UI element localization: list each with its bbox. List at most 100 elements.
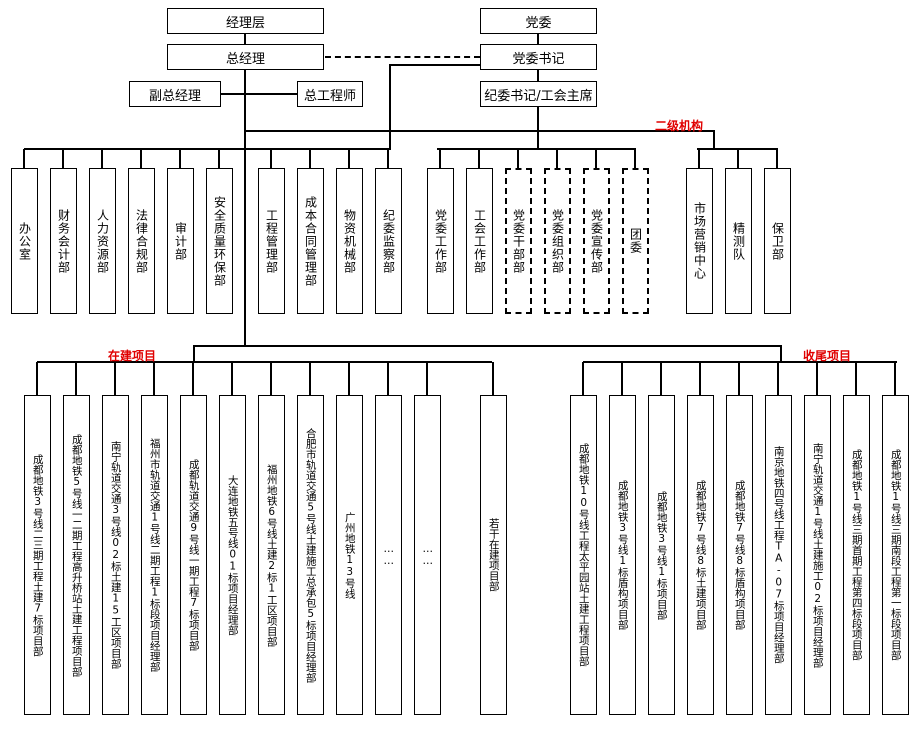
closing-bus [583,361,897,363]
department-box: 物资机械部 [336,168,363,314]
project-label: 成都地铁3号线1标项目部 [655,490,668,620]
department-box: 工会工作部 [466,168,493,314]
department-box: 党委干部部 [505,168,532,314]
secondary-label: 二级机构 [655,119,704,133]
connector [140,149,142,168]
project-box: 成都地铁7号线8标土建项目部 [687,395,714,715]
project-label: …… [421,543,434,567]
manager-layer-label: 经理层 [225,15,265,31]
connector [713,130,715,149]
connector [23,149,25,168]
connector [221,93,297,95]
discipline-secretary-box: 纪委书记/工会主席 [480,81,597,107]
dept-bus-middle [437,148,636,150]
department-box: 财务会计部 [50,168,77,314]
in-progress-bus [37,361,492,363]
project-box: 成都地铁3号线二三期工程土建7标项目部 [24,395,51,715]
department-box: 办公室 [11,168,38,314]
department-label: 成本合同管理部 [303,195,318,287]
department-label: 纪委监察部 [381,208,396,274]
project-label: 福州市轨道交通1号线二期工程1标段项目经理部 [148,438,161,672]
connector [777,362,779,395]
project-box: 成都地铁5号线一二期工程高升桥站土建工程项目部 [63,395,90,715]
project-box: 南京地铁四号线工程TA-07标项目经理部 [765,395,792,715]
connector [855,362,857,395]
connector [348,149,350,168]
party-committee-box: 党委 [480,8,597,34]
department-label: 人力资源部 [95,208,110,274]
project-label: 成都地铁3号线二三期工程土建7标项目部 [31,453,44,657]
connector [738,362,740,395]
connector [556,149,558,168]
department-label: 市场营销中心 [692,202,707,280]
chief-engineer-box: 总工程师 [297,81,363,107]
connector [389,64,391,150]
project-box: 南宁轨道交通1号线土建施工02标项目经理部 [804,395,831,715]
connector [537,34,539,44]
project-label: 福州地铁6号线土建2标1工区项目部 [265,463,278,647]
project-label: 成都轨道交通9号线一期工程7标项目部 [187,459,200,651]
connector [660,362,662,395]
connector [582,362,584,395]
project-box: …… [375,395,402,715]
project-box: 合肥市轨道交通5号线土建施工总承包5标项目经理部 [297,395,324,715]
deputy-gm-label: 副总经理 [148,88,201,104]
deputy-gm-box: 副总经理 [129,81,221,107]
connector [62,149,64,168]
connector [114,362,116,395]
department-label: 党委宣传部 [589,208,604,274]
project-box: 福州市轨道交通1号线二期工程1标段项目经理部 [141,395,168,715]
connector [595,149,597,168]
project-box: 成都地铁3号线1标盾构项目部 [609,395,636,715]
project-box: 若干在建项目部 [480,395,507,715]
closing-label: 收尾项目 [803,349,852,363]
department-box: 纪委监察部 [375,168,402,314]
project-box: 福州地铁6号线土建2标1工区项目部 [258,395,285,715]
connector [179,149,181,168]
party-secretary-box: 党委书记 [480,44,597,70]
project-label: 成都地铁1号线三期首期工程第四标段项目部 [850,449,863,661]
connector [517,149,519,168]
department-label: 党委工作部 [433,208,448,274]
secondary-bus [244,130,715,132]
department-label: 审计部 [173,221,188,261]
department-label: 法律合规部 [134,208,149,274]
department-box: 审计部 [167,168,194,314]
connector [776,149,778,168]
chief-engineer-label: 总工程师 [303,88,356,104]
project-label: 成都地铁7号线8标盾构项目部 [733,480,746,630]
dashed-connector [325,56,480,58]
general-manager-box: 总经理 [167,44,324,70]
project-box: 成都地铁10号线工程太平园站土建工程项目部 [570,395,597,715]
department-label: 工会工作部 [472,208,487,274]
project-label: 大连地铁五号线01标项目经理部 [226,474,239,636]
project-box: 成都轨道交通9号线一期工程7标项目部 [180,395,207,715]
connector [492,362,494,395]
connector [270,149,272,168]
connector [348,362,350,395]
project-label: 成都地铁7号线8标土建项目部 [694,480,707,630]
project-label: 广州地铁13号线 [343,511,356,599]
department-label: 保卫部 [770,221,785,261]
connector [75,362,77,395]
project-box: 大连地铁五号线01标项目经理部 [219,395,246,715]
connector [192,362,194,395]
connector [780,345,782,362]
department-box: 成本合同管理部 [297,168,324,314]
project-box: 成都地铁3号线1标项目部 [648,395,675,715]
department-label: 安全质量环保部 [212,195,227,287]
department-box: 党委宣传部 [583,168,610,314]
connector [634,149,636,168]
connector [309,149,311,168]
project-box: 成都地铁1号线三期首期工程第四标段项目部 [843,395,870,715]
dept-bus-left [24,148,391,150]
department-box: 团委 [622,168,649,314]
department-label: 工程管理部 [264,208,279,274]
general-manager-label: 总经理 [225,51,265,67]
department-label: 党委组织部 [550,208,565,274]
connector [309,362,311,395]
connector [231,362,233,395]
department-label: 党委干部部 [511,208,526,274]
project-label: …… [382,543,395,567]
project-label: 若干在建项目部 [487,518,500,592]
